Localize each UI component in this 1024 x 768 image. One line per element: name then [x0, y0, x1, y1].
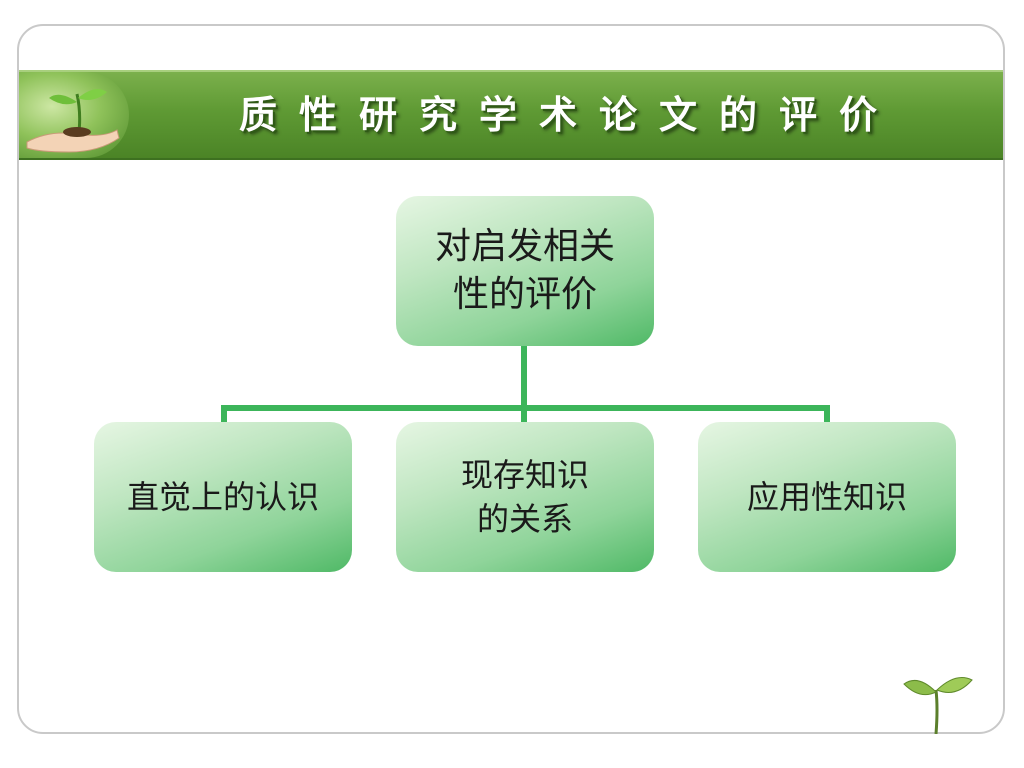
diagram-node-child-1: 直觉上的认识 [94, 422, 352, 572]
slide-title: 质性研究学术论文的评价 [238, 93, 899, 137]
seedling-in-hand-icon [19, 72, 129, 158]
node-label: 直觉上的认识 [126, 478, 319, 516]
slide-frame: 质性研究学术论文的评价 [17, 24, 1005, 734]
seedling-icon [903, 677, 973, 734]
title-banner: 质性研究学术论文的评价 [19, 70, 1003, 160]
diagram-node-child-3: 应用性知识 [698, 422, 956, 572]
node-label: 对启发相关 性的评价 [434, 226, 615, 315]
node-label: 应用性知识 [746, 478, 907, 516]
node-label: 现存知识 的关系 [460, 456, 589, 538]
diagram-node-child-2: 现存知识 的关系 [396, 422, 654, 572]
diagram-node-root: 对启发相关 性的评价 [396, 196, 654, 346]
